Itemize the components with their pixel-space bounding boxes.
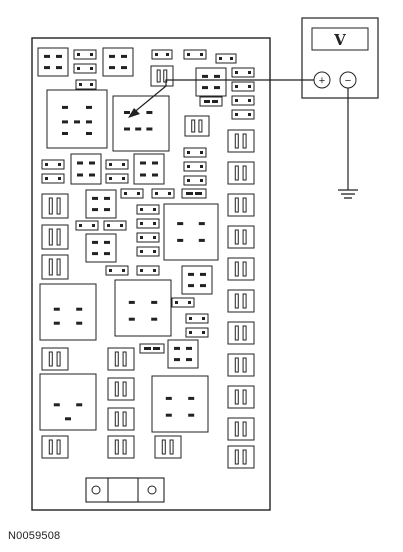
relay-icon: [85, 233, 117, 263]
mini-fuse-icon: [183, 49, 207, 60]
mini-fuse-icon: [231, 95, 255, 106]
diode-icon: [199, 96, 223, 107]
cartridge-fuse-icon: [227, 385, 255, 409]
cartridge-fuse-icon: [227, 289, 255, 313]
relay-icon: [151, 375, 209, 433]
relay-icon: [46, 89, 108, 149]
cartridge-fuse-icon: [227, 225, 255, 249]
relay-icon: [39, 283, 97, 341]
mini-fuse-icon: [103, 220, 127, 231]
probe-arrow-head: [128, 108, 140, 118]
mini-fuse-icon: [136, 232, 160, 243]
cartridge-fuse-icon: [227, 321, 255, 345]
cartridge-fuse-icon: [227, 193, 255, 217]
relay-icon: [112, 95, 170, 152]
cartridge-fuse-icon: [227, 161, 255, 185]
relay-icon: [195, 67, 227, 97]
mini-fuse-icon: [183, 161, 207, 172]
figure-reference-code: N0059508: [8, 530, 61, 542]
mini-fuse-icon: [136, 265, 160, 276]
relay-icon: [37, 47, 69, 77]
relay-icon: [181, 265, 213, 295]
voltmeter-body: [301, 17, 379, 99]
negative-terminal-label: −: [345, 75, 351, 87]
cartridge-fuse-icon: [41, 435, 69, 459]
mini-fuse-icon: [151, 188, 175, 199]
diode-icon: [181, 188, 207, 199]
mini-fuse-icon: [171, 297, 195, 308]
relay-icon: [163, 203, 219, 261]
mini-fuse-icon: [105, 159, 129, 170]
mini-fuse-icon: [231, 67, 255, 78]
mini-fuse-icon: [75, 79, 97, 90]
cartridge-fuse-icon: [227, 257, 255, 281]
mini-fuse-icon: [136, 246, 160, 257]
relay-icon: [114, 279, 172, 337]
cartridge-fuse-icon: [107, 377, 135, 401]
cartridge-fuse-icon: [107, 347, 135, 371]
cartridge-fuse-icon: [154, 435, 182, 459]
cartridge-fuse-icon: [41, 347, 69, 371]
fuse-box-components: [37, 47, 255, 469]
cartridge-fuse-icon: [107, 407, 135, 431]
relay-icon: [39, 373, 97, 431]
mini-fuse-icon: [41, 173, 65, 184]
mini-fuse-icon: [231, 109, 255, 120]
positive-test-lead: [128, 79, 314, 118]
relay-icon: [167, 339, 199, 369]
relay-icon: [70, 153, 102, 185]
cartridge-fuse-icon: [227, 129, 255, 153]
relay-icon: [85, 189, 117, 219]
mini-fuse-icon: [75, 220, 99, 231]
voltmeter: V + −: [301, 17, 379, 99]
mini-fuse-icon: [73, 63, 97, 74]
mini-fuse-icon: [151, 49, 173, 60]
cartridge-fuse-icon: [107, 435, 135, 459]
mini-fuse-icon: [183, 175, 207, 186]
mini-fuse-icon: [73, 49, 97, 60]
probe-arrow-icon: [131, 85, 167, 115]
mini-fuse-icon: [105, 265, 129, 276]
positive-terminal-label: +: [319, 75, 325, 87]
mini-fuse-icon: [136, 218, 160, 229]
negative-test-lead: [338, 88, 358, 199]
mini-fuse-icon: [105, 173, 129, 184]
cartridge-fuse-icon: [227, 445, 255, 469]
cartridge-fuse-icon: [227, 353, 255, 377]
mini-fuse-icon: [185, 313, 209, 324]
mini-fuse-icon: [231, 81, 255, 92]
diode-icon: [139, 343, 165, 354]
cartridge-fuse-icon: [41, 193, 69, 219]
cartridge-fuse-icon: [150, 65, 174, 87]
mini-fuse-icon: [120, 188, 144, 199]
mini-fuse-icon: [136, 204, 160, 215]
cartridge-fuse-icon: [41, 224, 69, 250]
mini-fuse-icon: [183, 147, 207, 158]
ground-symbol-icon: [338, 189, 358, 199]
cartridge-fuse-icon: [184, 115, 210, 137]
mounting-block: [85, 477, 165, 503]
cartridge-fuse-icon: [227, 417, 255, 441]
mini-fuse-icon: [215, 53, 237, 64]
mini-fuse-icon: [41, 159, 65, 170]
relay-icon: [133, 153, 165, 185]
voltmeter-display: [311, 27, 369, 51]
voltmeter-display-symbol: V: [333, 31, 346, 49]
mini-fuse-icon: [185, 327, 209, 338]
relay-icon: [102, 47, 134, 77]
fuse-box-housing: [31, 37, 271, 511]
cartridge-fuse-icon: [41, 254, 69, 280]
